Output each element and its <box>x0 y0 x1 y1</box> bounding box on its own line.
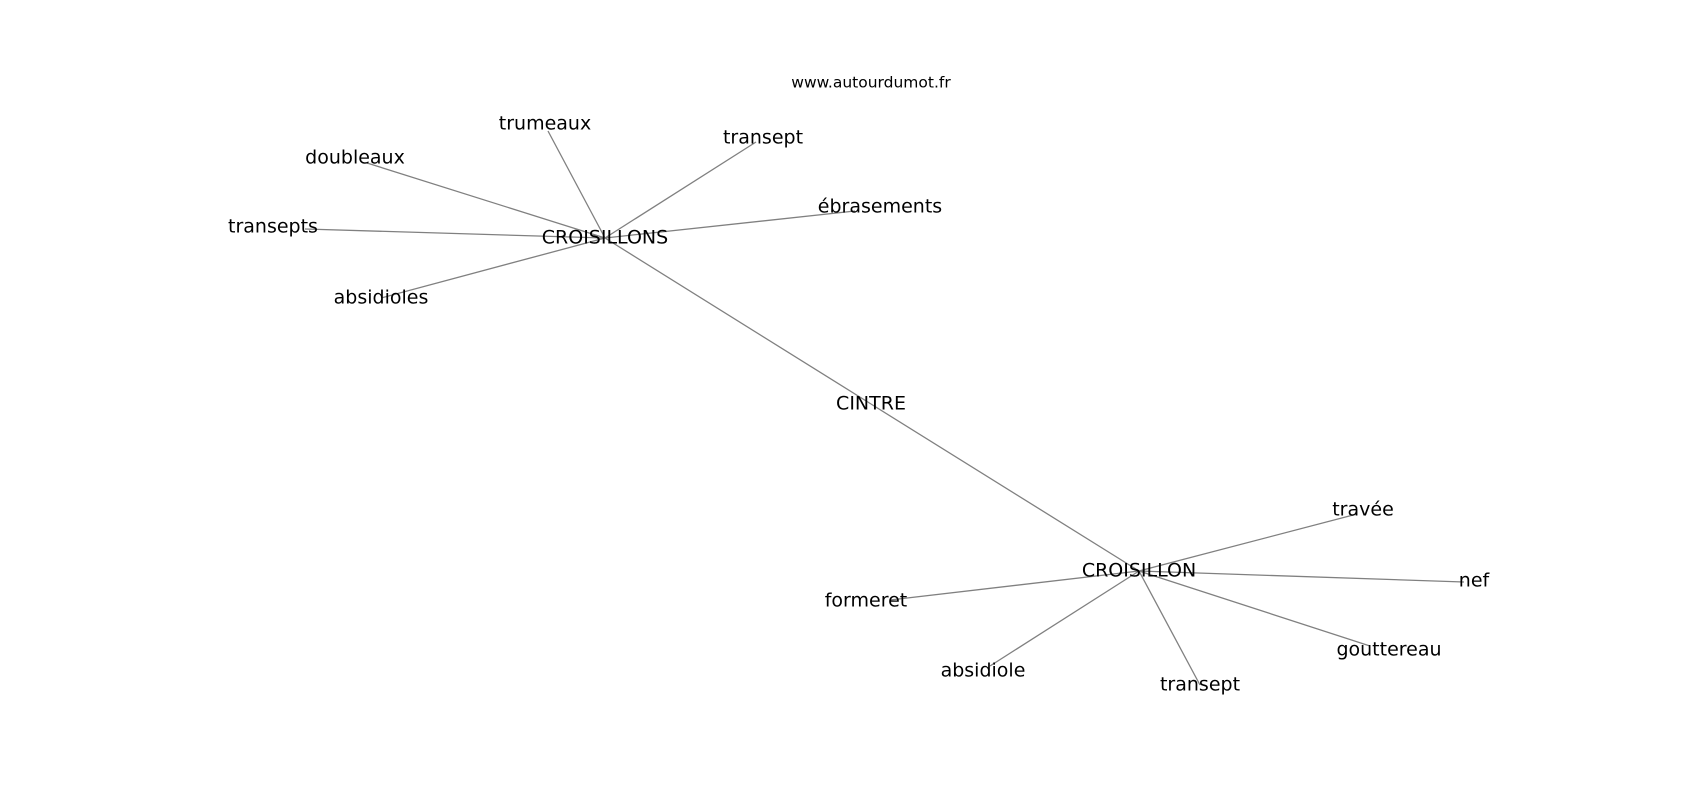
edge-croisillon-nef <box>1138 570 1465 583</box>
node-label-gouttereau[interactable]: gouttereau <box>1336 639 1441 661</box>
labels-layer: CINTRE CROISILLONS CROISILLON trumeaux trans… <box>228 113 1490 696</box>
node-label-croisillons[interactable]: CROISILLONS <box>542 227 668 249</box>
edge-croisillon-absidiole <box>989 570 1140 667</box>
edge-croisillon-transept-2 <box>1138 570 1201 686</box>
node-label-transept-1[interactable]: transept <box>723 127 803 149</box>
node-label-formeret[interactable]: formeret <box>825 590 908 612</box>
node-label-ebrasements[interactable]: ébrasements <box>818 196 942 218</box>
node-label-travee[interactable]: travée <box>1332 499 1394 521</box>
node-label-transept-2[interactable]: transept <box>1160 674 1240 696</box>
node-label-absidiole[interactable]: absidiole <box>941 660 1026 682</box>
node-label-trumeaux[interactable]: trumeaux <box>499 113 591 135</box>
edge-croisillon-formeret <box>889 570 1140 601</box>
edge-croisillons-absidioles <box>380 237 606 299</box>
edge-croisillons-ebrasements <box>604 210 856 239</box>
node-label-croisillon[interactable]: CROISILLON <box>1082 560 1196 582</box>
node-label-transepts[interactable]: transepts <box>228 216 318 238</box>
edge-croisillons-cintre <box>604 237 872 405</box>
edge-croisillon-gouttereau <box>1138 570 1371 647</box>
source-watermark: www.autourdumot.fr <box>791 74 951 92</box>
node-label-cintre[interactable]: CINTRE <box>836 393 906 415</box>
edge-croisillon-travee <box>1138 513 1358 572</box>
node-label-absidioles[interactable]: absidioles <box>334 287 429 309</box>
node-label-doubleaux[interactable]: doubleaux <box>305 147 405 169</box>
edge-croisillons-doubleaux <box>366 162 606 239</box>
edge-croisillons-trumeaux <box>547 130 606 239</box>
edge-cintre-croisillon <box>870 403 1140 572</box>
edges-layer <box>304 130 1465 686</box>
node-label-nef[interactable]: nef <box>1459 570 1491 592</box>
edge-croisillons-transept-1 <box>604 141 757 239</box>
edge-croisillons-transepts <box>304 228 606 239</box>
